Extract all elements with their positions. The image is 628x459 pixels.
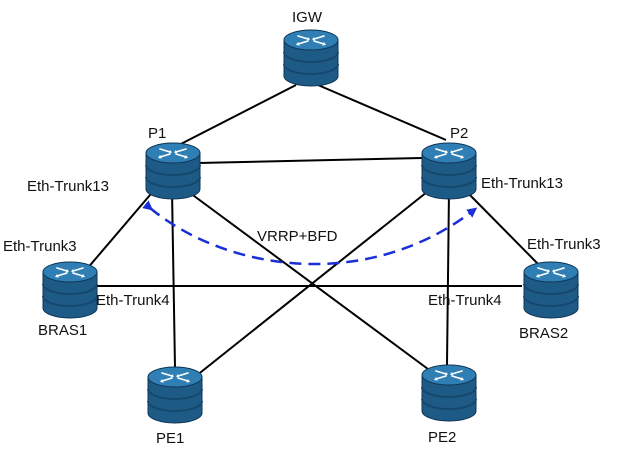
router-p1: [145, 142, 201, 200]
router-icon: [523, 261, 579, 319]
link-p2-pe2: [446, 189, 450, 366]
router-pe2: [421, 364, 477, 422]
vrrp-bfd-arrow: [142, 200, 478, 266]
link-p1-pe1: [171, 189, 176, 369]
label-igw: IGW: [292, 9, 323, 26]
port-label-p1-trunk13: Eth-Trunk13: [27, 178, 109, 195]
router-pe1: [147, 366, 203, 424]
link-igw-p2: [317, 84, 447, 141]
link-p1-pe2: [185, 189, 433, 373]
router-icon: [421, 142, 477, 200]
port-label-p2-trunk13: Eth-Trunk13: [481, 175, 563, 192]
port-label-bras2-trunk3: Eth-Trunk3: [527, 236, 601, 253]
links: [85, 84, 543, 377]
link-p1-p2: [197, 157, 423, 164]
port-label-bras1-trunk3: Eth-Trunk3: [3, 238, 77, 255]
label-p1: P1: [148, 125, 166, 142]
port-label-bras2-trunk4: Eth-Trunk4: [428, 292, 502, 309]
link-p2-pe1: [195, 187, 433, 377]
label-bras1: BRAS1: [38, 322, 87, 339]
label-pe2: PE2: [428, 429, 456, 446]
router-icon: [147, 366, 203, 424]
label-pe1: PE1: [156, 430, 184, 447]
link-p1-bras1: [85, 187, 157, 271]
port-label-bras1-trunk4: Eth-Trunk4: [96, 292, 170, 309]
label-p2: P2: [450, 125, 468, 142]
router-icon: [421, 364, 477, 422]
router-icon: [283, 29, 339, 87]
router-p2: [421, 142, 477, 200]
label-bras2: BRAS2: [519, 325, 568, 342]
protocol-label: VRRP+BFD: [257, 228, 338, 245]
router-icon: [42, 261, 98, 319]
router-bras2: [523, 261, 579, 319]
link-p2-bras2: [462, 187, 543, 269]
link-igw-p1: [172, 84, 297, 149]
router-icon: [145, 142, 201, 200]
router-igw: [283, 29, 339, 87]
router-bras1: [42, 261, 98, 319]
